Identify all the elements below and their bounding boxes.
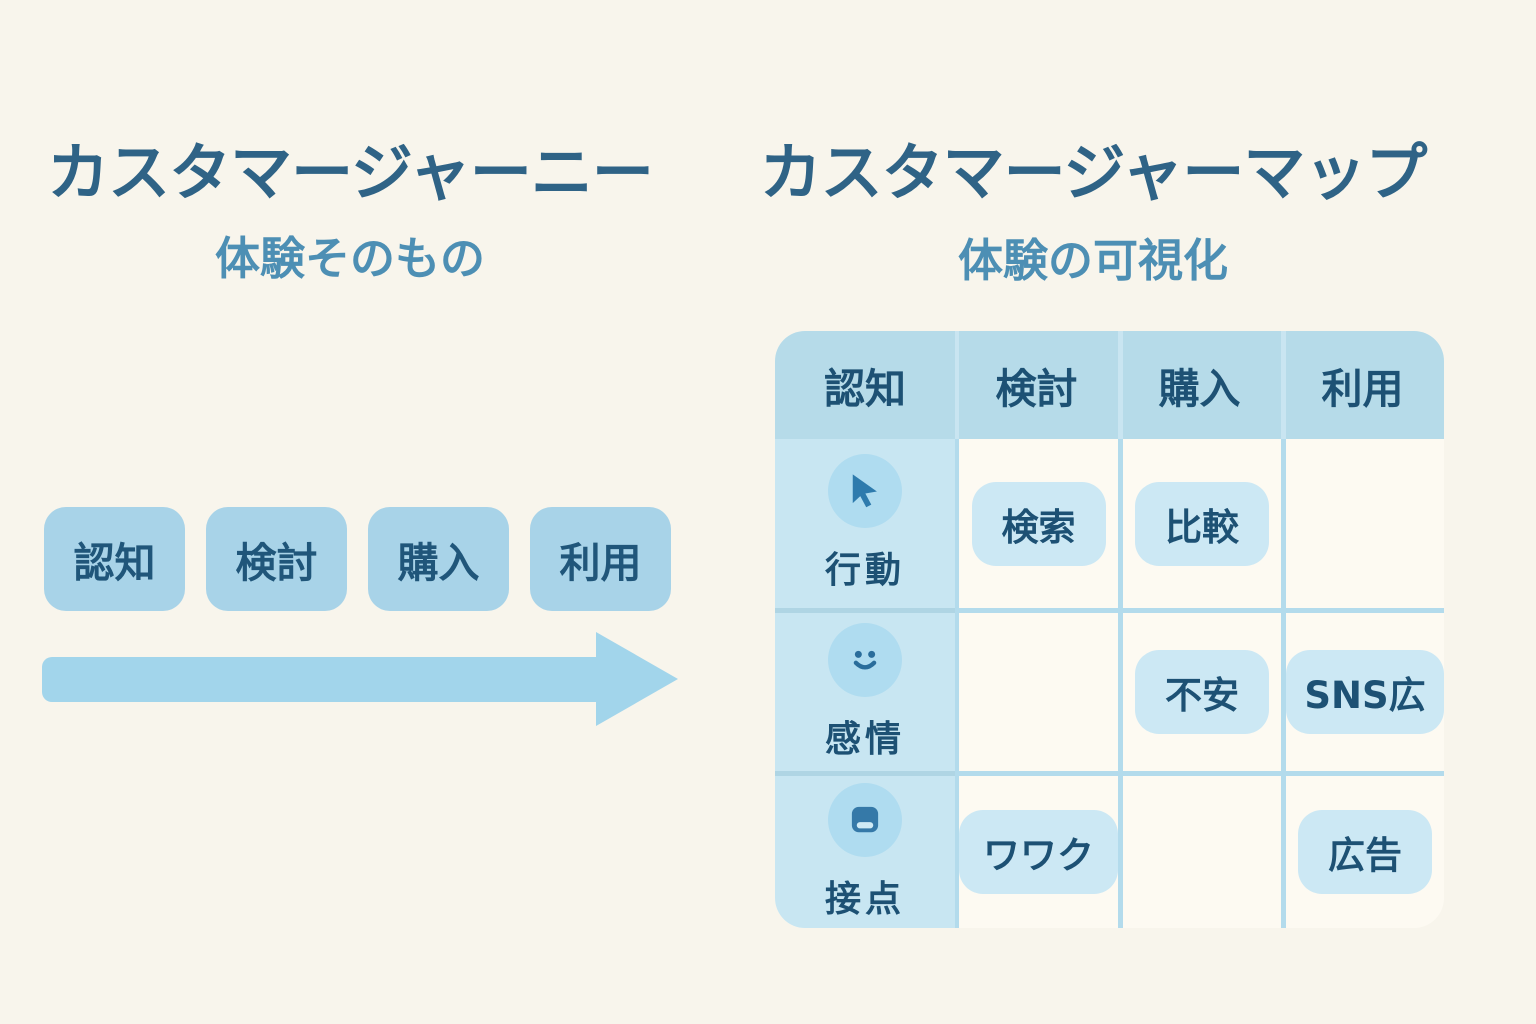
table-header-row: 認知 検討 購入 利用 bbox=[775, 331, 1444, 439]
row-label-behavior: 行動 bbox=[775, 439, 955, 608]
stage-box-consideration: 検討 bbox=[206, 507, 347, 611]
grid-line-vertical-3 bbox=[1281, 331, 1286, 928]
journey-arrow-shaft bbox=[42, 657, 612, 702]
cursor-icon bbox=[828, 454, 902, 528]
left-panel-title: カスタマージャーニー bbox=[47, 136, 654, 209]
chip-advertisement: 広告 bbox=[1298, 810, 1432, 894]
grid-line-vertical-1 bbox=[955, 331, 959, 928]
row-label-text: 接点 bbox=[824, 878, 905, 920]
cell-emotion-usage: SNS広 bbox=[1286, 613, 1444, 771]
row-label-emotion: 感情 bbox=[775, 613, 955, 771]
column-header-consideration: 検討 bbox=[995, 365, 1078, 413]
journey-map-table: 認知 検討 購入 利用 行動 検索 比較 感情 bbox=[775, 331, 1444, 928]
chip-anxiety: 不安 bbox=[1135, 650, 1269, 734]
journey-stage-row: 認知 検討 購入 利用 bbox=[44, 507, 671, 611]
chip-search: 検索 bbox=[971, 481, 1106, 566]
smiley-icon bbox=[828, 622, 902, 697]
grid-line-horizontal-2 bbox=[775, 771, 1444, 776]
cell-behavior-purchase: 比較 bbox=[1123, 439, 1281, 608]
left-panel-subtitle: 体験そのもの bbox=[214, 232, 485, 285]
chip-excitement: ワワク bbox=[959, 810, 1118, 894]
column-header-purchase: 購入 bbox=[1158, 365, 1241, 413]
chip-compare: 比較 bbox=[1135, 481, 1269, 566]
cell-touchpoint-usage: 広告 bbox=[1286, 776, 1444, 928]
column-header-awareness: 認知 bbox=[824, 365, 906, 413]
grid-line-horizontal-1 bbox=[775, 608, 1444, 613]
cell-emotion-consideration bbox=[959, 613, 1118, 771]
row-label-text: 感情 bbox=[824, 718, 905, 760]
stage-box-purchase: 購入 bbox=[368, 507, 509, 611]
row-label-touchpoint: 接点 bbox=[775, 776, 955, 928]
right-panel-title: カスタマージャーマップ bbox=[759, 136, 1428, 209]
row-label-text: 行動 bbox=[824, 550, 905, 591]
grid-line-vertical-2 bbox=[1118, 331, 1123, 928]
right-panel-subtitle: 体験の可視化 bbox=[957, 234, 1228, 287]
cell-behavior-usage bbox=[1286, 439, 1444, 608]
chip-sns-ad: SNS広 bbox=[1286, 650, 1444, 734]
column-header-usage: 利用 bbox=[1321, 365, 1404, 413]
cell-touchpoint-consideration: ワワク bbox=[959, 776, 1118, 928]
stage-box-awareness: 認知 bbox=[44, 507, 185, 611]
journey-arrow-head-icon bbox=[596, 632, 678, 726]
cell-emotion-purchase: 不安 bbox=[1123, 613, 1281, 771]
device-icon bbox=[828, 782, 902, 857]
cell-touchpoint-purchase bbox=[1123, 776, 1281, 928]
cell-behavior-consideration: 検索 bbox=[959, 439, 1118, 608]
stage-box-usage: 利用 bbox=[530, 507, 671, 611]
